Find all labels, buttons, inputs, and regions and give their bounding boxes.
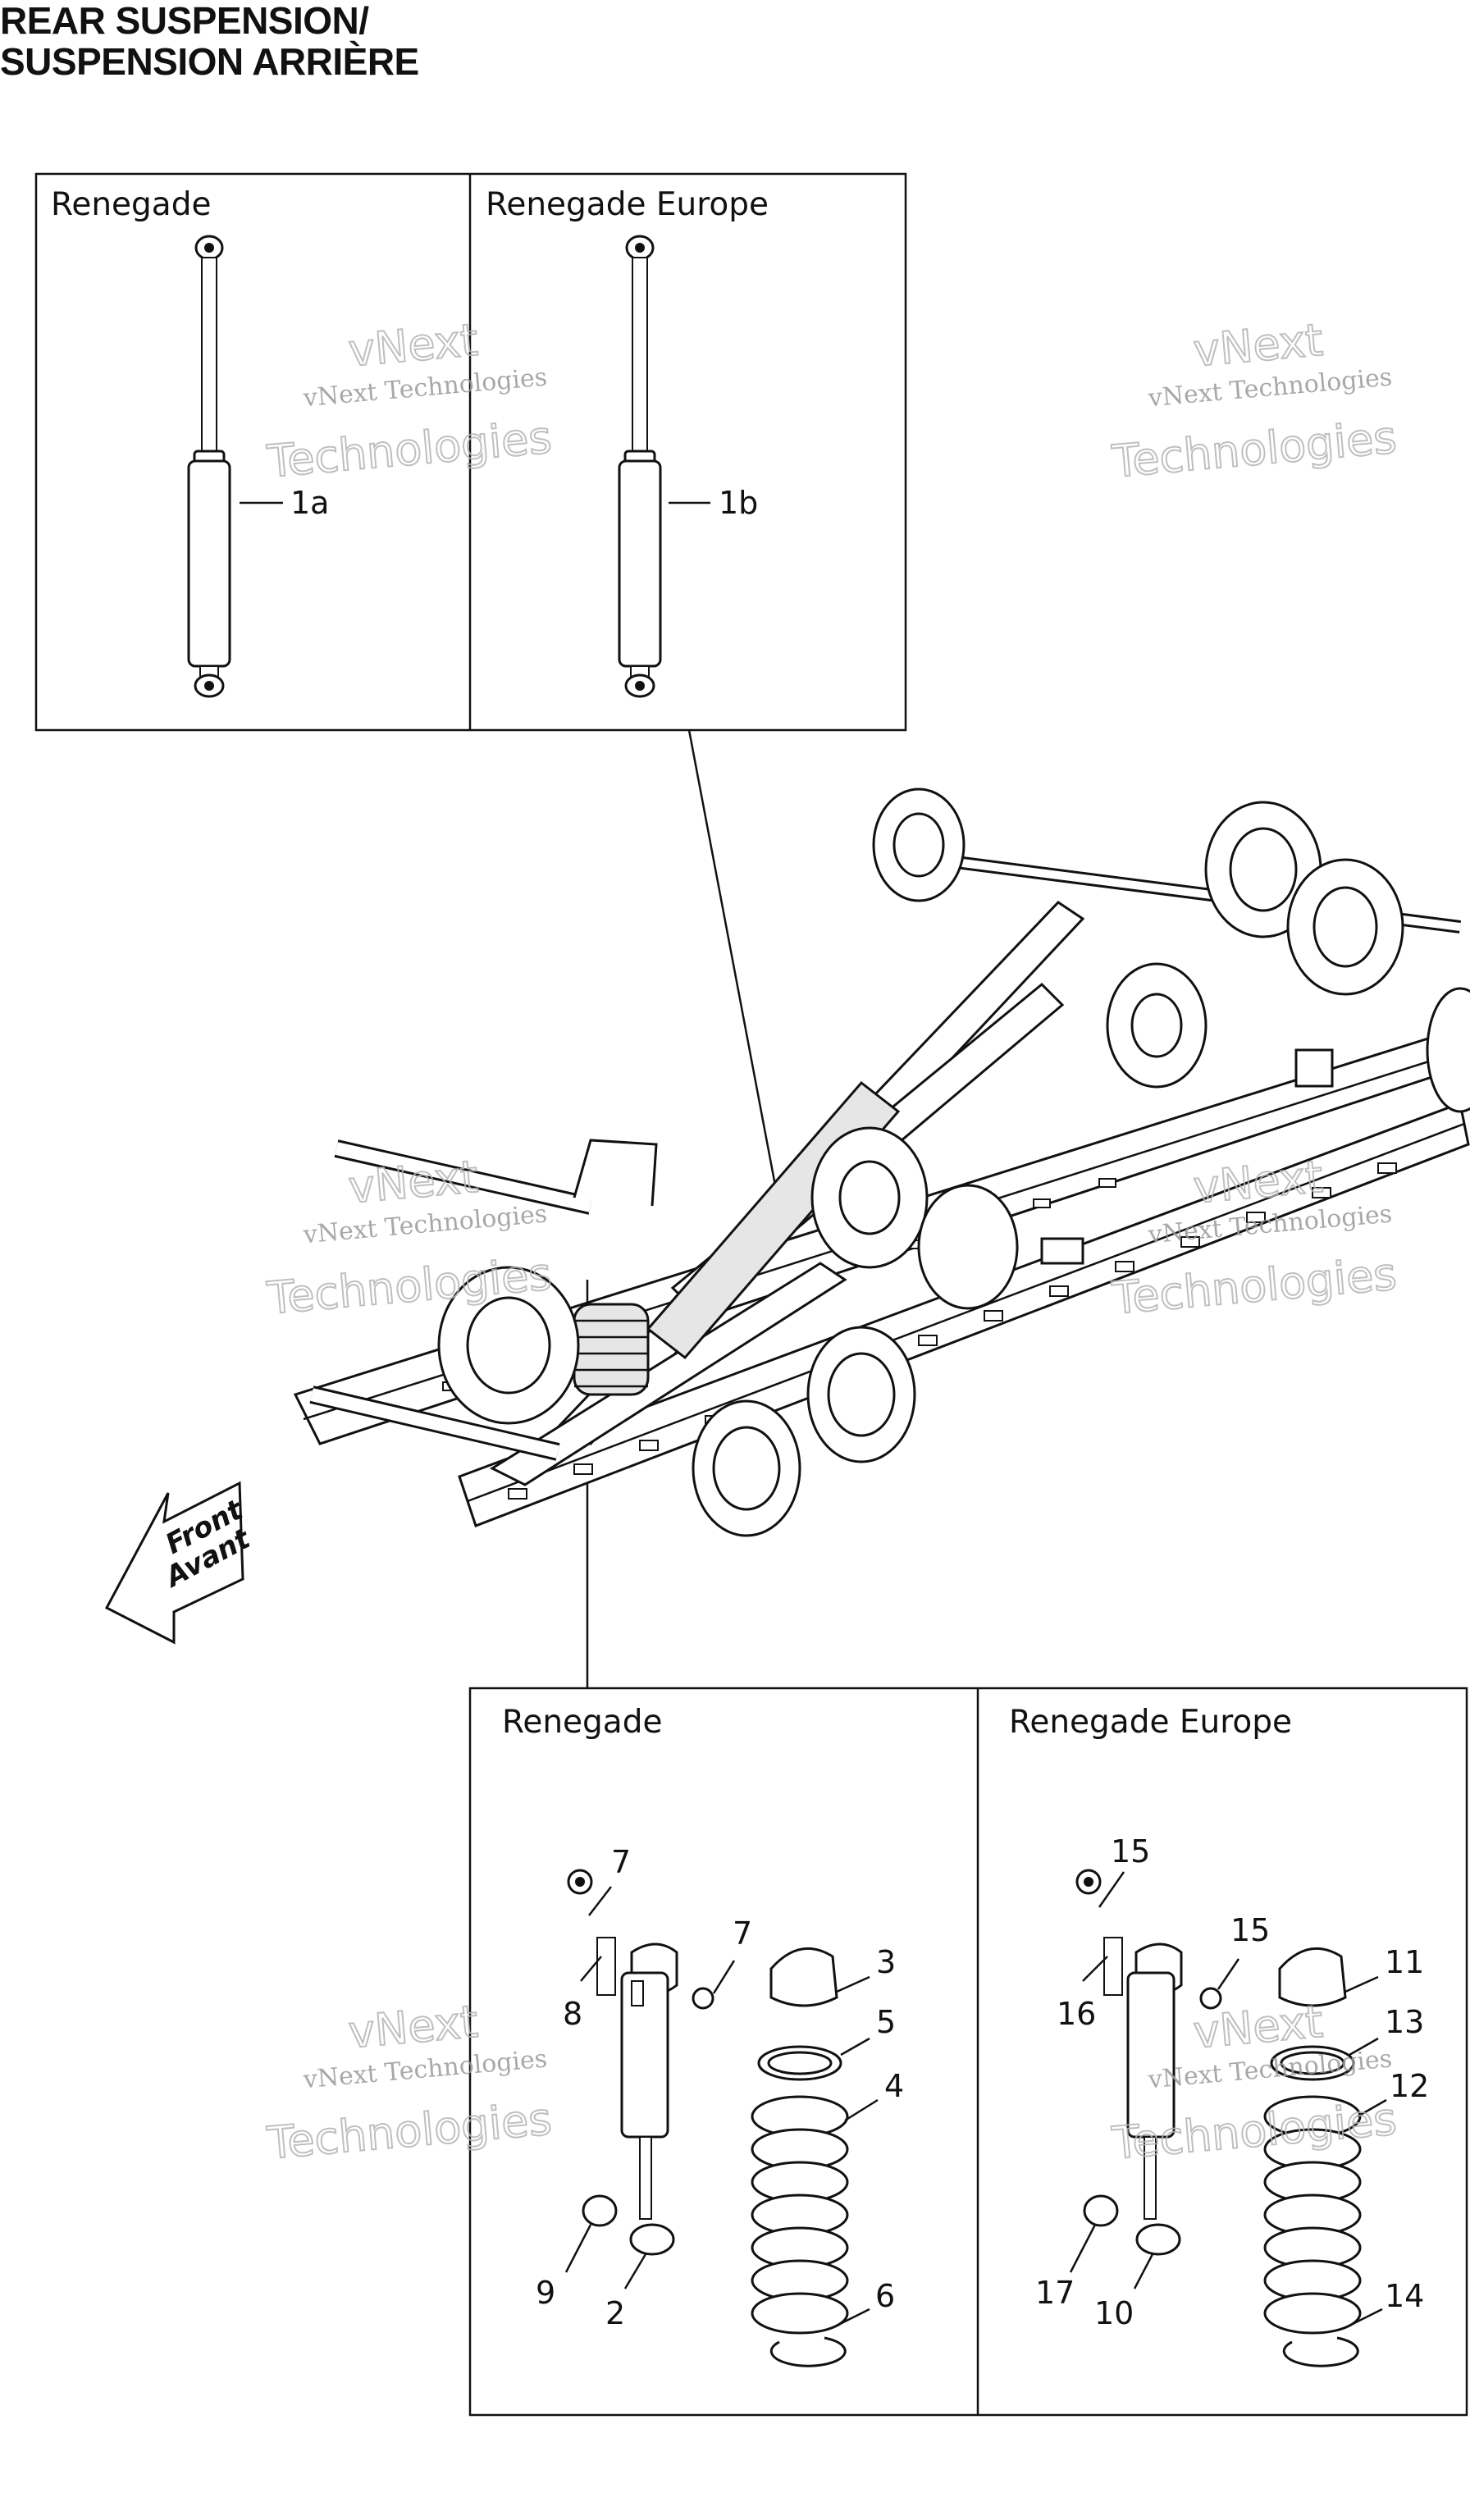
callout-6: 6 [875,2278,895,2314]
spring-4 [751,2095,849,2335]
callouts-right: 15 15 16 11 13 12 17 10 14 [1035,1833,1429,2331]
watermark-top-6: vNext [1191,1996,1325,2059]
callout-9: 9 [536,2275,555,2311]
shock-absorber-1a [187,235,231,698]
callout-8: 8 [563,1996,582,2032]
top-panel-label-renegade: Renegade [51,186,211,223]
callout-15-right: 15 [1230,1912,1270,1948]
watermark-top-2: vNext [1191,314,1325,377]
watermark-6: vNext Technologies [1146,2044,1393,2094]
watermark-2: vNext Technologies [1146,363,1393,413]
callout-2: 2 [605,2295,625,2331]
top-panel-group: Renegade Renegade Europe 1a 1b [34,172,907,732]
top-panel-label-europe: Renegade Europe [486,186,769,223]
direction-arrow: Front Avant [104,1481,257,1645]
watermark-1: vNext Technologies [301,363,548,413]
callout-13: 13 [1385,2004,1424,2040]
callout-11: 11 [1385,1944,1424,1980]
callout-17: 17 [1035,2275,1075,2311]
callouts-left: 7 7 8 3 5 4 9 2 6 [536,1844,904,2331]
bump-stop-3 [769,1947,838,2007]
shock-body-renegade [567,1869,714,2256]
shock-absorber-1b [618,235,662,698]
callout-3: 3 [876,1944,896,1980]
bottom-panel-label-renegade: Renegade [502,1704,662,1741]
callout-16: 16 [1057,1996,1096,2032]
shock-body-europe [1075,1869,1222,2256]
callout-7-upper: 7 [611,1844,631,1880]
callout-4: 4 [884,2068,904,2104]
idler-wheel [437,788,1470,1537]
watermark-top-4: vNext [1191,1151,1325,1214]
front-shock-spring [573,1303,650,1396]
watermark-big-2: Technologies [1110,411,1399,487]
bottom-panel-frame [468,1687,1468,2417]
bump-stop-11 [1278,1947,1347,2007]
callout-14: 14 [1385,2278,1424,2314]
spring-12 [1263,2095,1362,2335]
rear-suspension-assembly [293,788,1470,1537]
watermark-5: vNext Technologies [301,2044,548,2094]
leader-top-to-assembly [687,729,777,1186]
callout-1a: 1a [290,485,329,521]
watermark-big-5: Technologies [265,2093,554,2169]
clip-6 [769,2336,847,2367]
watermark-top-5: vNext [346,1996,480,2059]
watermark-big-1: Technologies [265,411,554,487]
callout-12: 12 [1390,2068,1429,2104]
callout-15-upper: 15 [1111,1833,1150,1869]
callout-10: 10 [1094,2295,1134,2331]
callout-5: 5 [876,2004,896,2040]
clip-14 [1282,2336,1359,2367]
bottom-panel-group: Renegade Renegade Europe [468,1687,1468,2417]
callout-7-right: 7 [733,1915,752,1952]
watermark-top-3: vNext [346,1151,480,1214]
bottom-panel-label-europe: Renegade Europe [1009,1704,1292,1741]
watermark-3: vNext Technologies [301,1199,548,1249]
callout-1b: 1b [719,485,758,521]
title-line-2: SUSPENSION ARRIÈRE [0,40,419,83]
page-title: REAR SUSPENSION/ SUSPENSION ARRIÈRE [0,0,419,82]
watermark-top-1: vNext [346,314,480,377]
title-line-1: REAR SUSPENSION/ [0,0,369,42]
